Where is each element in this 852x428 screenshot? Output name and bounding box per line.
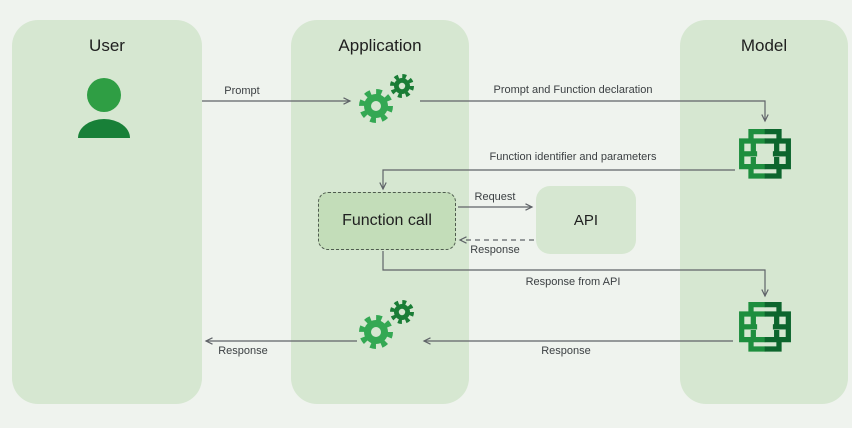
edge-label-response-application-to-user: Response — [218, 345, 268, 357]
function-call-node: Function call — [318, 192, 456, 250]
gears-icon — [359, 300, 414, 349]
edge-label-response-model-to-application: Response — [541, 345, 591, 357]
edge-label-request: Request — [474, 191, 516, 203]
gears-icon — [359, 74, 414, 123]
lane-title-application: Application — [338, 36, 422, 55]
model-brain-icon — [739, 302, 791, 352]
user-icon — [78, 78, 130, 138]
edge-label-response-api-to-function-call: Response — [470, 244, 520, 256]
api-node: API — [536, 186, 636, 254]
edge-label-function-identifier-and-parameters: Function identifier and parameters — [489, 151, 657, 163]
function-call-label: Function call — [342, 212, 432, 229]
edge-label-response-from-api: Response from API — [525, 276, 621, 288]
lane-title-user: User — [89, 36, 125, 55]
model-brain-icon — [739, 129, 791, 179]
lane-title-model: Model — [740, 36, 788, 55]
edge-label-prompt: Prompt — [224, 85, 260, 97]
edge-label-prompt-and-function-declaration: Prompt and Function declaration — [493, 84, 653, 96]
api-label: API — [573, 211, 599, 229]
